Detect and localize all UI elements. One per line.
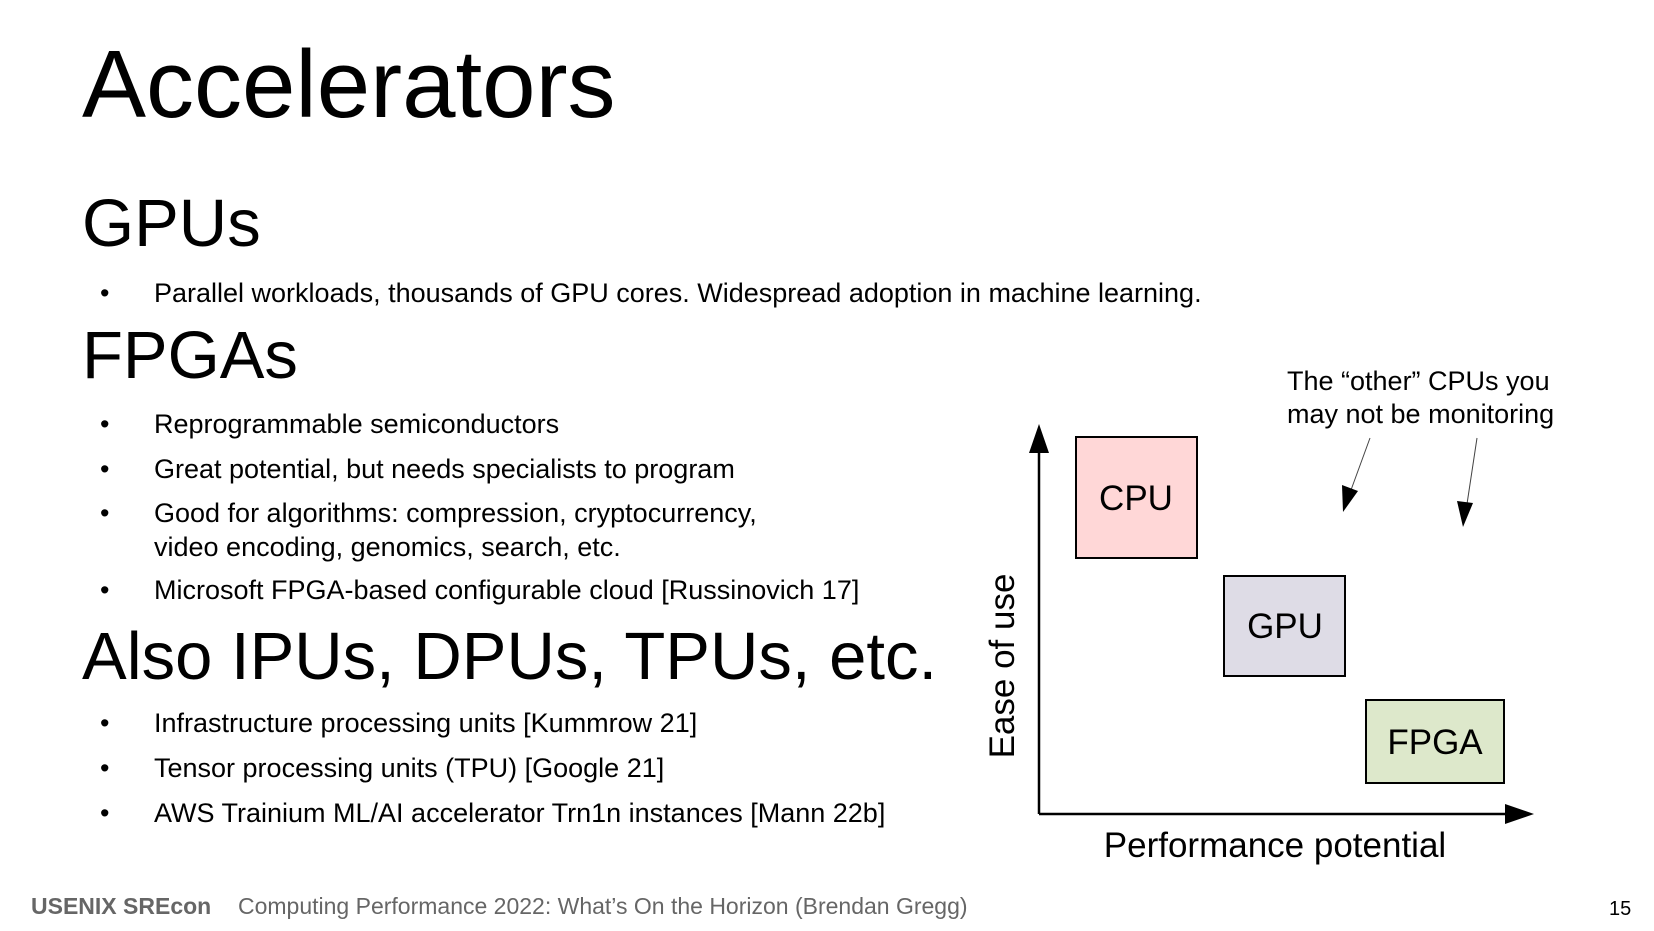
y-axis-arrowhead [1029,424,1049,453]
annotation-line-1: The “other” CPUs you [1287,366,1550,396]
fpga-label: FPGA [1387,723,1483,762]
footer-event: USENIX SREcon [31,893,212,919]
y-axis-label: Ease of use [983,574,1022,759]
cpu-box [1075,436,1198,559]
gpu-box [1223,575,1346,677]
annotation-line-2: may not be monitoring [1287,399,1554,429]
pointer-arrow-line [1350,437,1371,491]
heading-gpus: GPUs [82,186,261,261]
page-number: 15 [1609,898,1632,920]
footer-talk-title: Computing Performance 2022: What’s On th… [238,893,968,919]
pointer-arrow-line [1466,437,1478,505]
slide-title: Accelerators [82,31,616,138]
gpu-label: GPU [1247,607,1323,646]
heading-fpgas: FPGAs [82,318,298,393]
x-axis-label: Performance potential [1104,826,1446,865]
cpu-label: CPU [1099,479,1173,518]
pointer-arrowhead [1457,501,1473,527]
x-axis-arrowhead [1505,804,1534,824]
fpga-box [1365,699,1505,784]
pointer-arrowhead [1342,485,1358,512]
heading-other-accelerators: Also IPUs, DPUs, TPUs, etc. [82,619,938,694]
